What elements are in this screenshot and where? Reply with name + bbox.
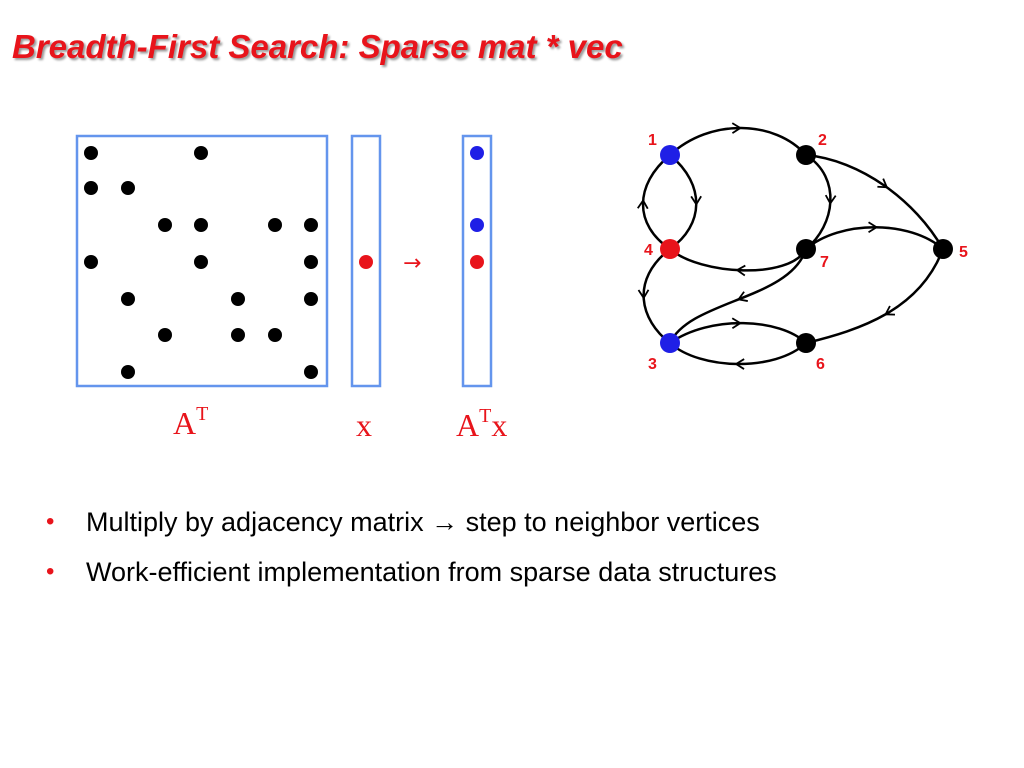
- edge-arrowhead-icon: [734, 358, 745, 370]
- edge-arrowhead-icon: [690, 195, 702, 207]
- graph-node-2: [796, 145, 816, 165]
- matrix-label: AT: [173, 403, 208, 441]
- bullet-item: • Work-efficient implementation from spar…: [46, 552, 777, 602]
- vector-x-label: x: [356, 407, 372, 443]
- graph-node-label-5: 5: [959, 244, 968, 261]
- product-label: ATx: [456, 405, 507, 443]
- edge-arrowhead-icon: [735, 264, 746, 277]
- matrix-nonzero-dot: [121, 365, 135, 379]
- graph-node-5: [933, 239, 953, 259]
- edge-arrowhead-icon: [637, 289, 650, 300]
- vector-x-frame: [350, 134, 382, 388]
- vector-atx-frame: [461, 134, 493, 388]
- graph-edge: [642, 248, 671, 344]
- graph-node-label-3: 3: [648, 356, 657, 373]
- graph-node-6: [796, 333, 816, 353]
- vector-x-nonzeros: [359, 255, 373, 269]
- bullet-item: • Multiply by adjacency matrix → step to …: [46, 502, 777, 552]
- matrix-nonzero-dot: [158, 218, 172, 232]
- matrix-nonzero-dot: [304, 292, 318, 306]
- graph-nodes: 1 2 3 4 5 6 7: [644, 132, 968, 373]
- edge-arrowhead-icon: [731, 122, 743, 134]
- matrix-nonzero-dot: [268, 218, 282, 232]
- graph-edge: [669, 342, 807, 366]
- bullet-text: Multiply by adjacency matrix: [86, 507, 432, 537]
- bullet-text: Work-efficient implementation from spars…: [86, 557, 777, 587]
- graph-node-4: [660, 239, 680, 259]
- graph-edge: [669, 321, 807, 345]
- matrix-nonzero-dot: [231, 328, 245, 342]
- matrix-nonzero-dot: [84, 255, 98, 269]
- bullet-list: • Multiply by adjacency matrix → step to …: [46, 502, 777, 602]
- graph-node-7: [796, 239, 816, 259]
- graph-edge: [805, 153, 945, 250]
- graph-node-1: [660, 145, 680, 165]
- bullet-dot-icon: •: [46, 558, 55, 585]
- graph-node-label-1: 1: [648, 132, 657, 149]
- graph-node-label-4: 4: [644, 242, 653, 259]
- arrow-icon: →: [431, 507, 459, 537]
- matrix-nonzero-dot: [84, 181, 98, 195]
- graph-edge: [668, 248, 808, 344]
- graph-node-label-2: 2: [818, 132, 827, 149]
- matrix-nonzeros: [84, 146, 318, 379]
- edge-arrowhead-icon: [824, 194, 837, 206]
- bullet-dot-icon: •: [46, 508, 55, 535]
- matrix-nonzero-dot: [194, 218, 208, 232]
- vector-atx-dot: [470, 255, 484, 269]
- graph-edge: [669, 154, 698, 251]
- graph-node-3: [660, 333, 680, 353]
- matrix-nonzero-dot: [194, 146, 208, 160]
- edge-arrowhead-icon: [731, 317, 743, 329]
- bullet-text: step to neighbor vertices: [458, 507, 760, 537]
- matrix-nonzero-dot: [121, 181, 135, 195]
- graph-edge: [641, 154, 671, 251]
- matrix-frame: [75, 134, 329, 388]
- vector-atx-nonzeros: [470, 146, 484, 269]
- vector-x-dot: [359, 255, 373, 269]
- matrix-nonzero-dot: [304, 365, 318, 379]
- graph-edge: [805, 153, 832, 250]
- vector-atx-dot: [470, 146, 484, 160]
- matrix-nonzero-dot: [84, 146, 98, 160]
- edge-arrowhead-icon: [868, 221, 879, 234]
- edge-arrowhead-icon: [637, 198, 649, 210]
- graph-edges: [637, 122, 945, 370]
- matrix-nonzero-dot: [158, 328, 172, 342]
- edge-arrowhead-icon: [877, 178, 889, 189]
- matrix-nonzero-dot: [194, 255, 208, 269]
- matrix-nonzero-dot: [231, 292, 245, 306]
- bfs-figure: → AT x ATx 1 2 3 4 5 6 7: [75, 122, 968, 443]
- edge-arrowhead-icon: [736, 291, 748, 302]
- graph-node-label-7: 7: [820, 254, 829, 271]
- edge-arrowhead-icon: [884, 305, 896, 316]
- vector-atx-dot: [470, 218, 484, 232]
- matrix-nonzero-dot: [121, 292, 135, 306]
- graph-edge: [669, 248, 808, 272]
- matrix-nonzero-dot: [268, 328, 282, 342]
- matrix-nonzero-dot: [304, 218, 318, 232]
- graph-node-label-6: 6: [816, 356, 825, 373]
- graph-edge: [805, 226, 944, 250]
- matrix-nonzero-dot: [304, 255, 318, 269]
- arrow-icon: →: [403, 251, 421, 276]
- slide-title: Breadth-First Search: Sparse mat * vec: [12, 28, 623, 65]
- graph-edge: [669, 126, 807, 156]
